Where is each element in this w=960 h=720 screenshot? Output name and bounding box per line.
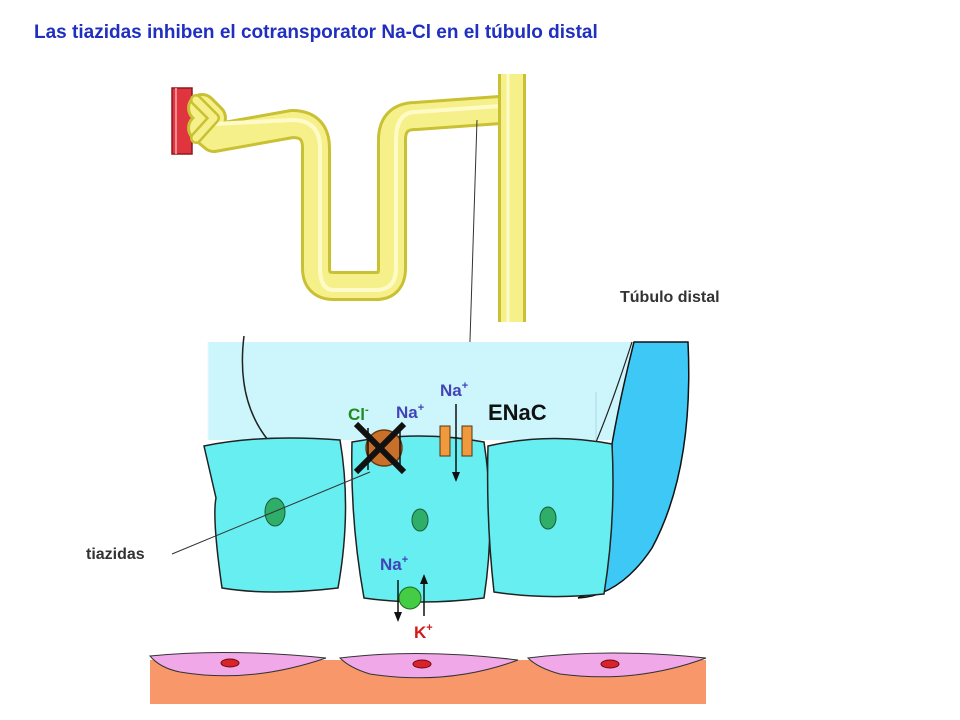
pointer-line-distal [468, 119, 478, 373]
tubule-lumen [190, 96, 512, 298]
label-tubulo-distal: Túbulo distal [620, 289, 720, 306]
tubule-highlight [212, 104, 502, 292]
enac-channel [439, 404, 473, 482]
label-tiazidas: tiazidas [86, 546, 145, 563]
label-na-lumen: Na+ [440, 380, 468, 400]
inhibition-x-icon [353, 421, 407, 475]
label-na-cotransporter: Na+ [396, 402, 424, 422]
label-cl: Cl- [348, 404, 369, 424]
nephron-schematic [171, 74, 526, 322]
diagram-title: Las tiazidas inhiben el cotransporator N… [34, 22, 598, 43]
label-enac: ENaC [488, 400, 547, 425]
nucleus-left [264, 497, 286, 527]
label-na-basal: Na+ [380, 554, 408, 574]
tubule-lumen-space [208, 342, 686, 440]
interstitium [149, 651, 707, 704]
tubule-wall [577, 341, 690, 599]
label-k-basal: K+ [414, 622, 433, 642]
collecting-duct [498, 74, 526, 322]
na-k-pump [394, 574, 428, 622]
nucleus-right [539, 506, 557, 530]
nucleus-middle [411, 508, 429, 532]
pointer-line-tiazidas [171, 471, 371, 555]
tubule-cross-section [203, 335, 690, 603]
